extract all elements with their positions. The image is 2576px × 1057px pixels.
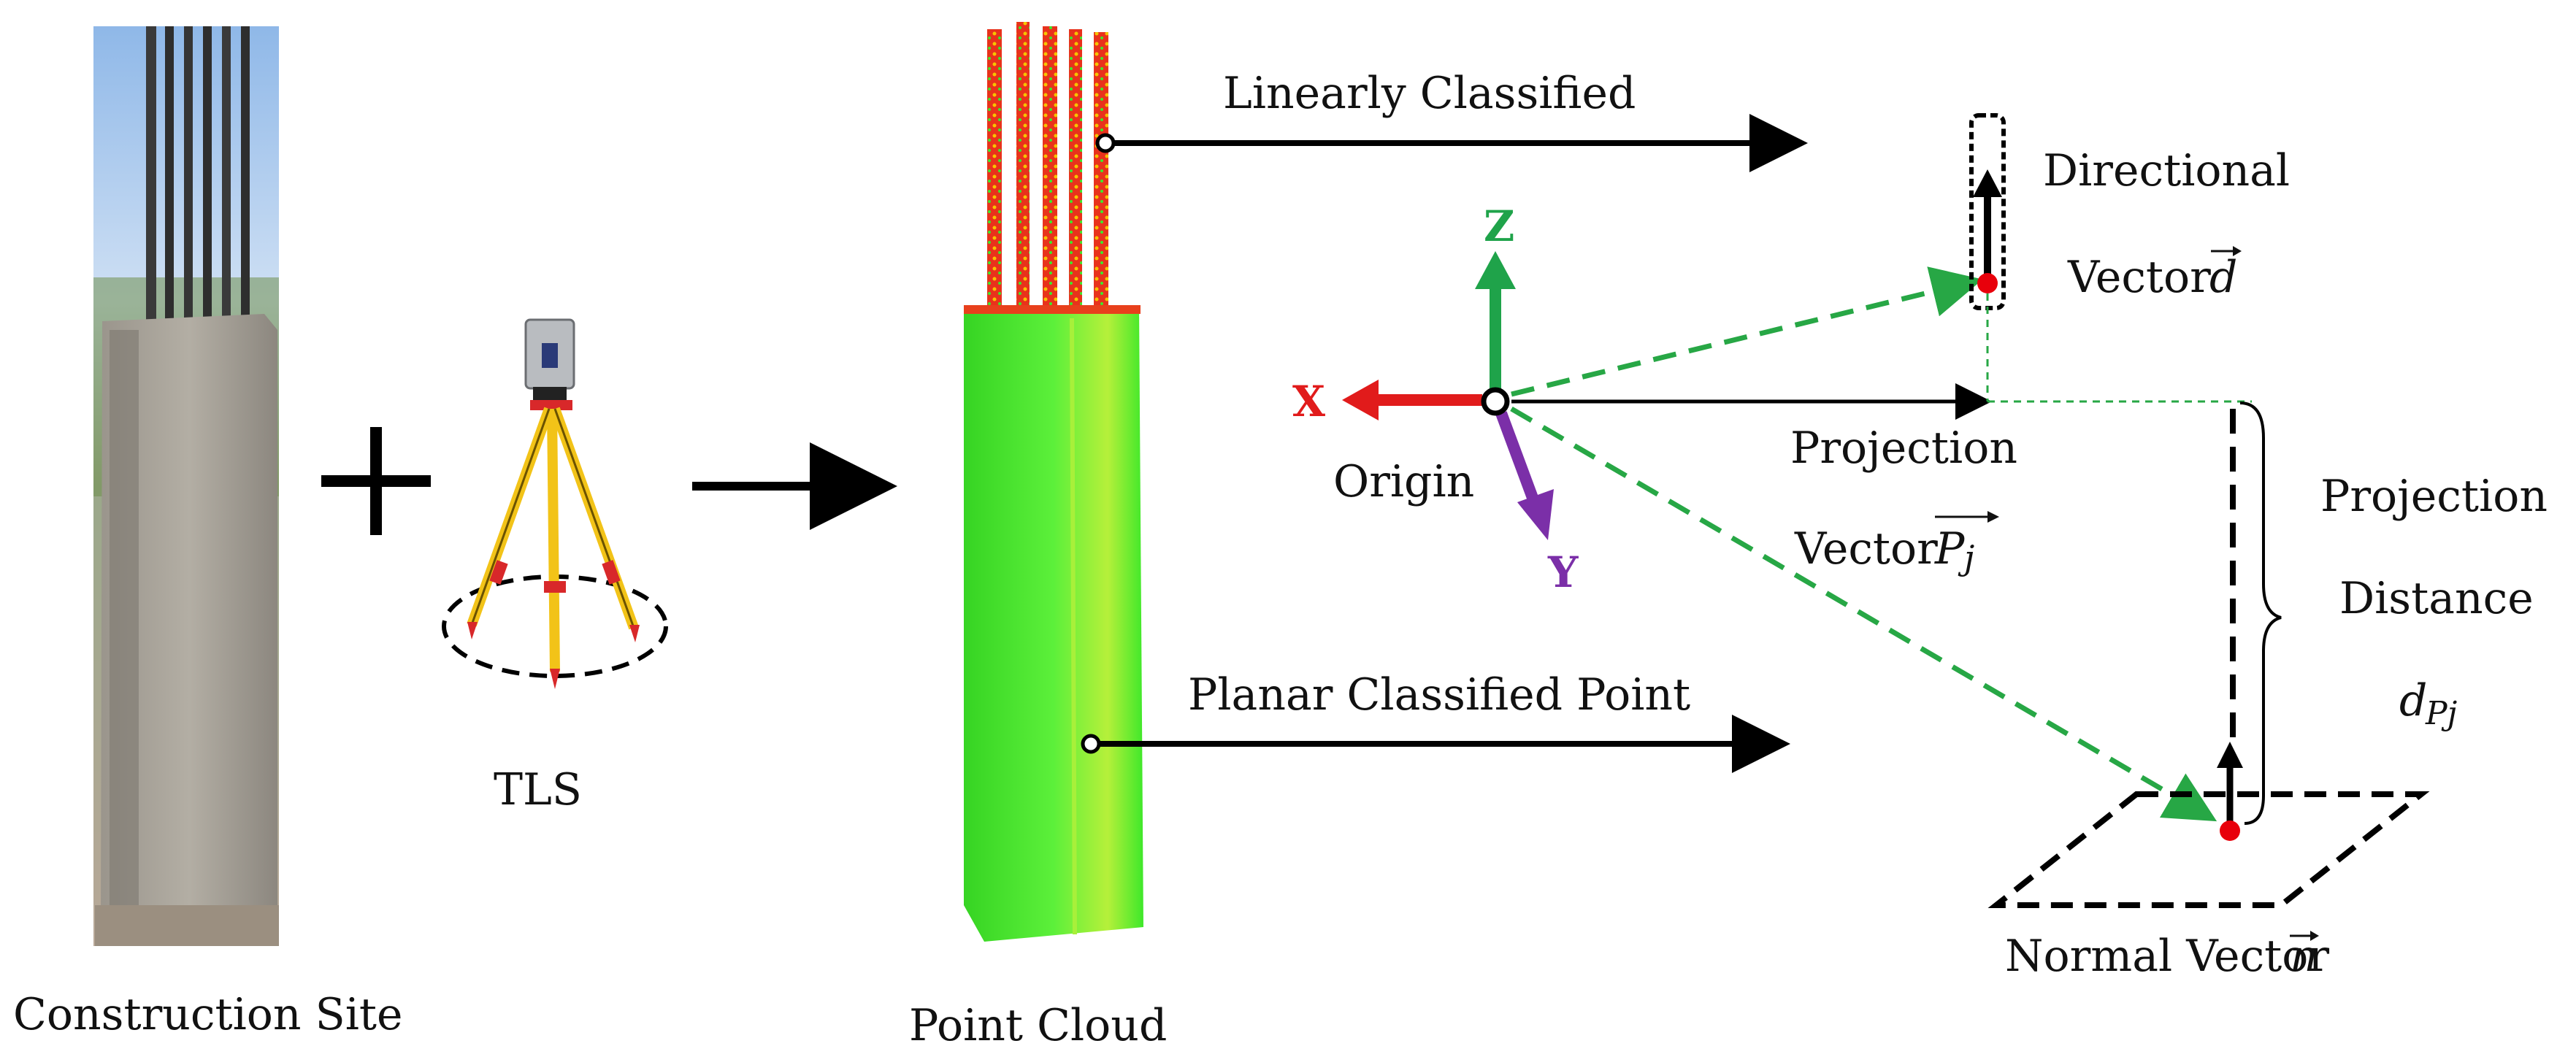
origin-label: Origin: [1333, 456, 1474, 507]
dpj-symbol: d Pj: [2399, 675, 2457, 732]
origin-point: [1481, 387, 1510, 416]
x-axis-label: X: [1292, 377, 1325, 426]
point-cloud-image: [964, 22, 1143, 942]
projection-distance-brace: [2239, 401, 2282, 825]
normal-vector-arrow: [2217, 742, 2243, 841]
projection-label: Projection: [1790, 423, 2017, 474]
dashed-vector-to-plane-point: [1510, 406, 2217, 822]
directional-label: Directional: [2043, 145, 2290, 196]
construction-site-photo: [93, 26, 279, 946]
linearly-classified-arrow: [1095, 114, 1808, 172]
planar-classified-point-label: Planar Classified Point: [1188, 669, 1690, 720]
plus-sign: [321, 427, 431, 535]
svg-text:Pj: Pj: [2425, 695, 2457, 732]
directional-vector-word: Vector: [2067, 252, 2211, 303]
pj-symbol: P j: [1934, 511, 1999, 577]
construction-site-label: Construction Site: [13, 989, 403, 1040]
z-axis-label: Z: [1484, 201, 1514, 251]
d-symbol: d: [2209, 246, 2242, 303]
y-axis-label: Y: [1547, 547, 1579, 597]
linearly-classified-label: Linearly Classified: [1223, 68, 1636, 119]
y-axis-arrow: [1495, 411, 1541, 506]
point-cloud-label: Point Cloud: [909, 1000, 1167, 1051]
svg-text:d: d: [2209, 252, 2237, 303]
tls-scanner-icon: [442, 318, 668, 689]
projection-distance-label-2: Distance: [2339, 573, 2534, 624]
planar-classified-arrow: [1081, 715, 1790, 773]
svg-text:d: d: [2399, 675, 2427, 726]
planar-surface: [1987, 791, 2430, 908]
directional-vector-box: [1969, 113, 2006, 310]
p-symbol: P: [1934, 523, 1966, 574]
svg-text:n: n: [2290, 931, 2318, 982]
coordinate-axes: [1342, 251, 1554, 540]
normal-vector-label: Normal Vector: [2005, 931, 2329, 982]
n-symbol: n: [2290, 931, 2319, 982]
projection-distance-label-1: Projection: [2320, 471, 2548, 522]
tls-label: TLS: [494, 764, 582, 815]
vector-word: Vector: [1794, 523, 1938, 574]
dashed-vector-to-directional: [1511, 266, 1983, 397]
projection-vector-label: Vector: [1794, 523, 1938, 574]
